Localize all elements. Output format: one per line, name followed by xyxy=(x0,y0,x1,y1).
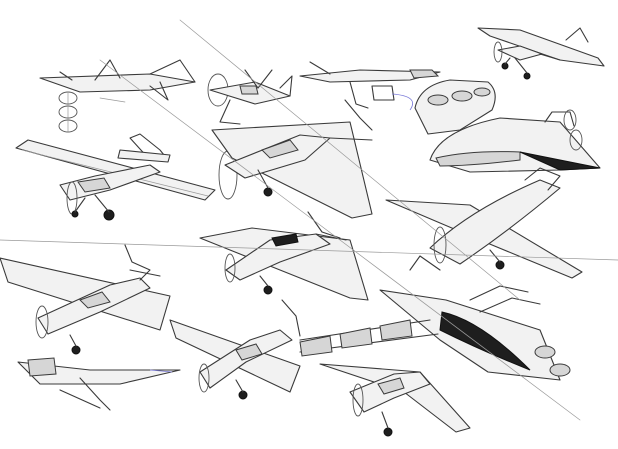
sketch-top-right-monoplane xyxy=(477,27,605,80)
sketch-center-sport-plane xyxy=(211,99,373,219)
sketch-bottom-taildragger xyxy=(169,299,301,400)
sketch-hover-pod xyxy=(414,79,496,135)
sketch-small-sport-aircraft-top xyxy=(207,69,293,125)
sketch-right-sleek-plane xyxy=(385,167,583,279)
sketch-high-wing-taildragger xyxy=(15,133,216,221)
sketch-blended-wing-jet xyxy=(429,109,601,173)
sketch-aerobatic-plane xyxy=(199,211,369,301)
sketch-middle-left-plane xyxy=(0,244,171,355)
sketch-evtol-jet xyxy=(299,255,571,381)
sketch-top-jet xyxy=(299,61,441,111)
sketch-bottom-left-jet xyxy=(17,357,181,411)
construction-lines xyxy=(0,19,618,421)
sketch-twin-boom-aircraft xyxy=(39,59,196,133)
sketch-bottom-right-monoplane xyxy=(319,363,471,437)
